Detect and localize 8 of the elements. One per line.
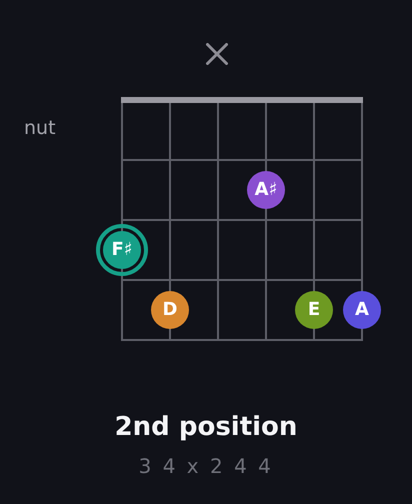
root-note-dot: F♯ — [96, 224, 148, 276]
chord-title: 2nd position — [114, 413, 298, 443]
fingering-text: 3 4 x 2 4 4 — [138, 455, 274, 478]
note-dot: A♯ — [247, 171, 285, 209]
note-dot: D — [151, 291, 189, 329]
note-dot: E — [295, 291, 333, 329]
note-dot: A — [343, 291, 381, 329]
nut-label: nut — [24, 118, 56, 140]
